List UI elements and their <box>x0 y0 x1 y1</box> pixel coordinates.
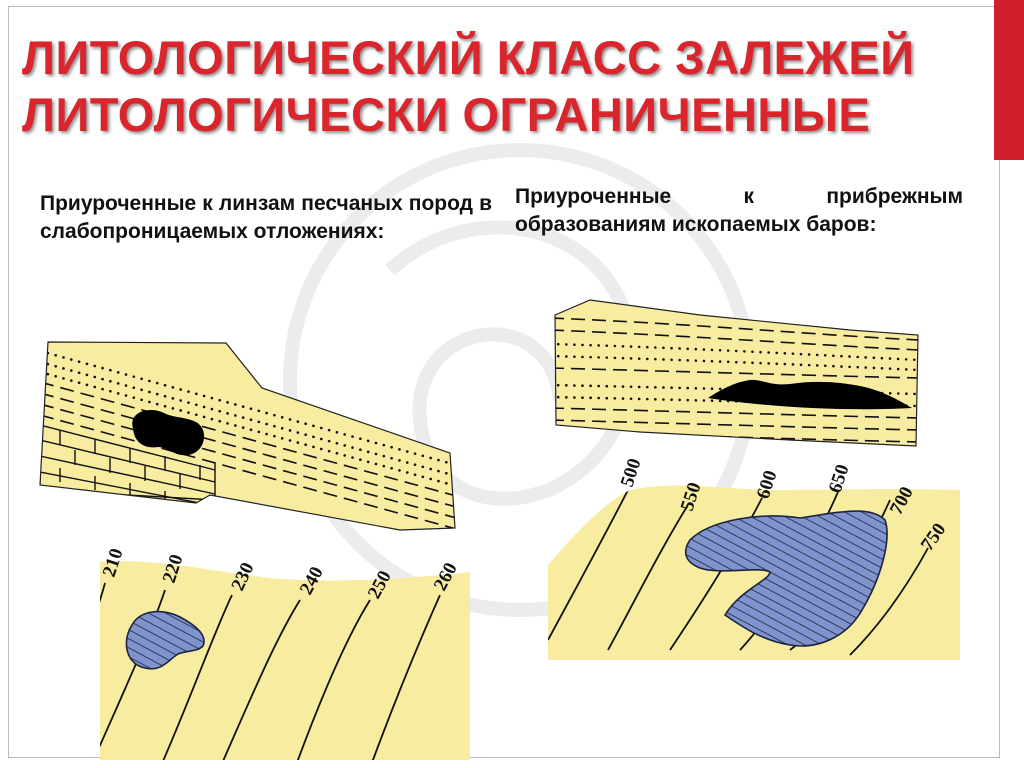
accent-bar <box>994 0 1024 160</box>
left-map-body <box>100 561 470 760</box>
right-contour-label: 500 <box>617 456 646 490</box>
slide-frame <box>8 6 1000 758</box>
title-line-1: ЛИТОЛОГИЧЕСКИЙ КЛАСС ЗАЛЕЖЕЙ <box>22 31 915 84</box>
left-caption: Приуроченные к линзам песчаных пород в с… <box>40 192 492 243</box>
left-oil-lens <box>132 410 205 456</box>
title-line-2: ЛИТОЛОГИЧЕСКИ ОГРАНИЧЕННЫЕ <box>22 88 871 141</box>
right-caption: Приуроченные к прибрежным образованиям и… <box>515 185 963 236</box>
left-section-dashed-layers <box>40 381 455 530</box>
left-section-body <box>40 342 455 530</box>
right-section-body <box>555 300 918 446</box>
right-oil-bar <box>708 379 912 410</box>
left-section-dotted-layers <box>40 349 455 489</box>
